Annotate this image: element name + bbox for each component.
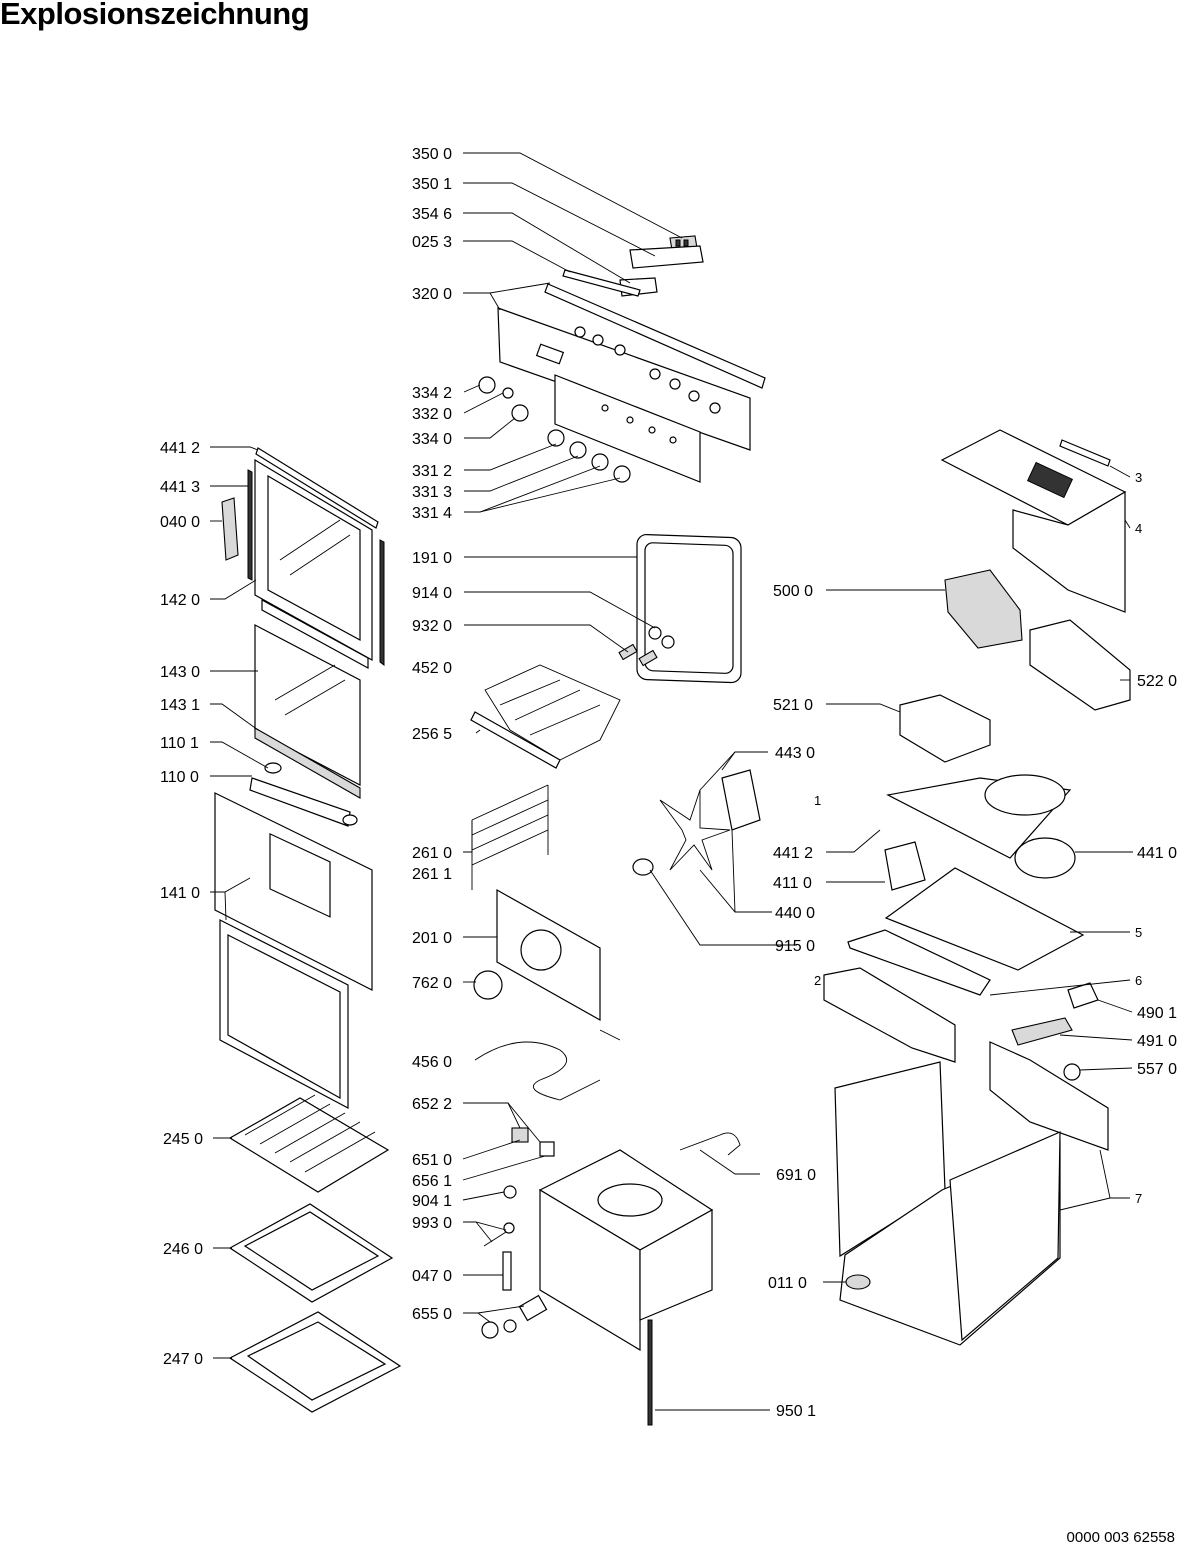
label-441-2-door: 441 2 [160,440,200,457]
part-labels: 350 0 350 1 354 6 025 3 320 0 334 2 332 … [160,146,1177,1420]
housing-group [823,429,1131,1346]
label-110-1: 110 1 [160,735,199,752]
control-panel-group [478,235,766,483]
leader-lines [210,152,1133,1411]
page-title: Explosionszeichnung [0,0,310,31]
trays-group [228,1094,402,1413]
label-331-2: 331 2 [412,463,452,480]
label-245-0: 245 0 [163,1131,203,1148]
label-201-0: 201 0 [412,930,452,947]
label-656-1: 656 1 [412,1173,452,1190]
label-143-1: 143 1 [160,697,200,714]
fan-motor-group [632,769,761,876]
label-261-1: 261 1 [412,866,452,883]
door-group [214,447,385,1109]
label-334-2: 334 2 [412,385,452,402]
label-025-3: 025 3 [412,234,452,251]
label-914-0: 914 0 [412,585,452,602]
label-number-5: 5 [1135,925,1142,940]
label-047-0: 047 0 [412,1268,452,1285]
label-320-0: 320 0 [412,286,452,303]
label-334-0: 334 0 [412,431,452,448]
label-354-6: 354 6 [412,206,452,223]
label-452-0: 452 0 [412,660,452,677]
label-521-0: 521 0 [773,697,813,714]
label-441-3: 441 3 [160,479,200,496]
label-011-0: 011 0 [768,1275,807,1292]
label-411-0: 411 0 [773,875,812,892]
label-256-5: 256 5 [412,726,452,743]
label-915-0: 915 0 [775,938,815,955]
label-261-0: 261 0 [412,845,452,862]
label-491-0: 491 0 [1137,1033,1177,1050]
label-762-0: 762 0 [412,975,452,992]
label-247-0: 247 0 [163,1351,203,1368]
oven-interior-group [470,533,742,1426]
document-number: 0000 003 62558 [1066,1529,1175,1546]
label-557-0: 557 0 [1137,1061,1177,1078]
label-number-1: 1 [814,793,821,808]
label-number-4: 4 [1135,521,1142,536]
label-number-3: 3 [1135,470,1142,485]
label-443-0: 443 0 [775,745,815,762]
label-191-0: 191 0 [412,550,452,567]
label-350-0: 350 0 [412,146,452,163]
label-441-2-housing: 441 2 [773,845,813,862]
label-number-2: 2 [814,973,821,988]
label-440-0: 440 0 [775,905,815,922]
label-143-0: 143 0 [160,664,200,681]
label-691-0: 691 0 [776,1167,816,1184]
label-490-1: 490 1 [1137,1005,1177,1022]
label-522-0: 522 0 [1137,673,1177,690]
label-904-1: 904 1 [412,1193,452,1210]
label-246-0: 246 0 [163,1241,203,1258]
label-332-0: 332 0 [412,406,452,423]
label-331-3: 331 3 [412,484,452,501]
label-993-0: 993 0 [412,1215,452,1232]
label-652-2: 652 2 [412,1096,452,1113]
label-651-0: 651 0 [412,1152,452,1169]
label-number-7: 7 [1135,1191,1142,1206]
label-040-0: 040 0 [160,514,200,531]
label-331-4: 331 4 [412,505,452,522]
label-655-0: 655 0 [412,1306,452,1323]
label-number-6: 6 [1135,973,1142,988]
label-441-0: 441 0 [1137,845,1177,862]
label-350-1: 350 1 [412,176,452,193]
label-456-0: 456 0 [412,1054,452,1071]
label-932-0: 932 0 [412,618,452,635]
label-141-0: 141 0 [160,885,200,902]
label-500-0: 500 0 [773,583,813,600]
label-142-0: 142 0 [160,592,200,609]
label-110-0: 110 0 [160,769,199,786]
label-950-1: 950 1 [776,1403,816,1420]
